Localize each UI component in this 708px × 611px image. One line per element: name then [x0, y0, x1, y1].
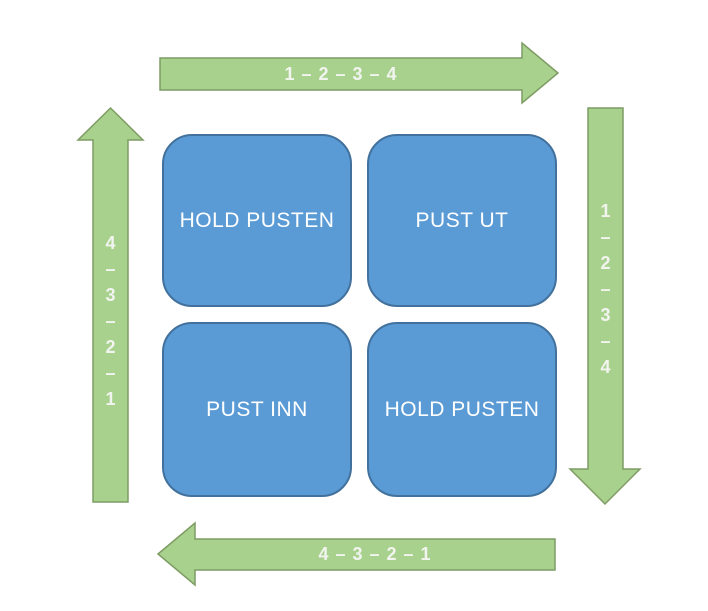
- count-char: 2: [105, 337, 116, 357]
- count-char: 4: [600, 356, 611, 377]
- phase-box-hold-pusten-bottom: HOLD PUSTEN: [367, 322, 557, 497]
- phase-label: HOLD PUSTEN: [179, 208, 335, 232]
- up-arrow-shape: [76, 106, 145, 503]
- phase-box-hold-pusten-top: HOLD PUSTEN: [162, 134, 352, 307]
- phase-label: PUST INN: [206, 397, 308, 421]
- count-sequence-bottom: 4 – 3 – 2 – 1: [318, 544, 432, 564]
- count-char: –: [600, 226, 611, 247]
- count-char: –: [105, 259, 116, 279]
- count-sequence-right: 1 – 2 – 3 – 4: [588, 108, 623, 469]
- right-arrow-shape: [159, 41, 560, 105]
- left-arrow-shape: [156, 521, 556, 587]
- count-char: –: [600, 330, 611, 351]
- left-arrow-icon: [156, 521, 556, 587]
- count-char: –: [105, 363, 116, 383]
- count-char: 1: [105, 389, 116, 409]
- count-char: 3: [105, 285, 116, 305]
- right-arrow-icon: [159, 41, 560, 105]
- up-arrow-icon: [76, 106, 145, 503]
- phase-label: HOLD PUSTEN: [384, 397, 540, 421]
- phase-label: PUST UT: [415, 208, 509, 232]
- count-arrow-bottom: 4 – 3 – 2 – 1: [156, 521, 556, 587]
- phase-box-pust-inn: PUST INN: [162, 322, 352, 497]
- count-arrow-top: 1 – 2 – 3 – 4: [159, 41, 560, 105]
- count-char: 4: [105, 233, 116, 253]
- count-char: 1: [600, 200, 611, 221]
- count-char: 3: [600, 304, 611, 325]
- down-arrow-shape: [568, 107, 642, 506]
- count-char: –: [105, 311, 116, 331]
- count-sequence-top: 1 – 2 – 3 – 4: [284, 63, 398, 84]
- count-arrow-right: 1 – 2 – 3 – 4: [568, 107, 642, 506]
- count-char: –: [600, 278, 611, 299]
- down-arrow-icon: [568, 107, 642, 506]
- phase-box-pust-ut: PUST UT: [367, 134, 557, 307]
- count-char: 2: [600, 252, 611, 273]
- count-sequence-left: 4 – 3 – 2 – 1: [93, 140, 128, 502]
- count-arrow-left: 4 – 3 – 2 – 1: [76, 106, 145, 503]
